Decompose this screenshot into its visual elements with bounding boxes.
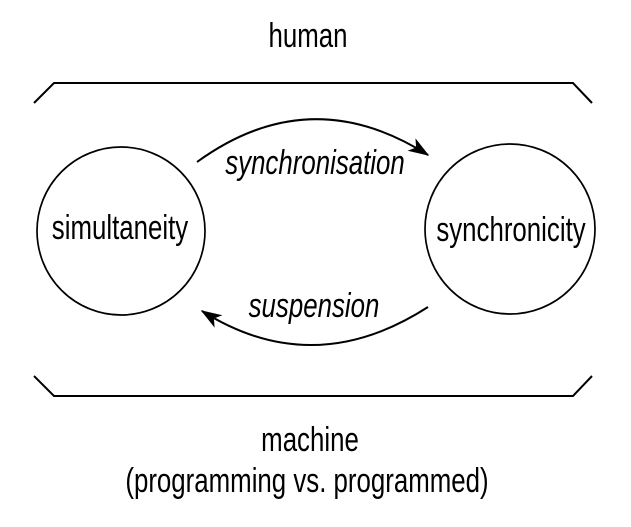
- human-label: human: [268, 17, 348, 55]
- human-bracket: [33, 82, 593, 104]
- machine-bracket: [33, 375, 593, 397]
- edge-label-suspension: suspension: [248, 287, 380, 325]
- node-circle-synchronicity: [424, 143, 596, 315]
- machine-sublabel: (programming vs. programmed): [125, 462, 489, 500]
- edge-label-synchronisation: synchronisation: [225, 144, 405, 182]
- node-circle-simultaneity: [36, 146, 206, 316]
- node-label-simultaneity: simultaneity: [51, 209, 189, 247]
- synchronisation-arrow: [196, 118, 430, 163]
- node-label-synchronicity: synchronicity: [436, 211, 586, 249]
- machine-label: machine: [261, 421, 359, 459]
- suspension-arrow: [200, 306, 429, 346]
